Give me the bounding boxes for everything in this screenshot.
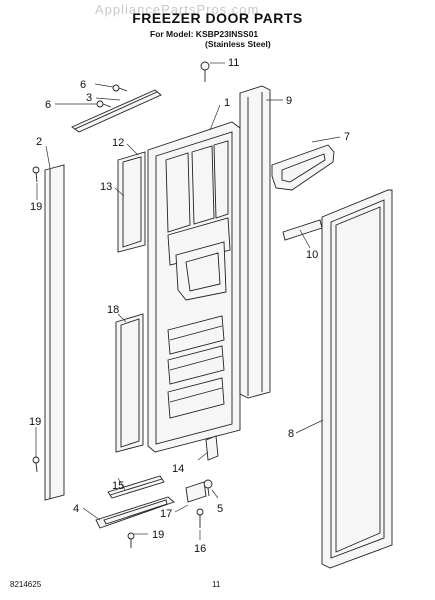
callout-4: 4: [73, 503, 79, 515]
callout-6-upper: 6: [80, 79, 86, 91]
callout-12: 12: [112, 137, 124, 149]
page-number: 11: [212, 580, 221, 589]
callout-9: 9: [286, 95, 292, 107]
callout-1: 1: [224, 97, 230, 109]
part-upper-liner-panel: [117, 151, 146, 253]
part-screw-19-bottom: [127, 532, 135, 548]
callout-3: 3: [86, 92, 92, 104]
part-bushing-5: [203, 479, 213, 497]
callout-13: 13: [100, 181, 112, 193]
callout-2: 2: [36, 136, 42, 148]
callout-5: 5: [217, 503, 223, 515]
callout-10: 10: [306, 249, 318, 261]
part-lower-liner-panel: [115, 313, 144, 453]
part-lower-hinge-bracket: [95, 496, 175, 529]
part-door-handle: [271, 144, 335, 191]
part-screw-19-top-left: [32, 166, 40, 183]
callout-15: 15: [112, 480, 124, 492]
leader-lines: [35, 62, 341, 540]
callout-6-lower: 6: [45, 99, 51, 111]
part-screw-16: [196, 508, 204, 528]
part-screw-6-upper: [112, 84, 128, 92]
model-line: For Model: KSBP23INSS01: [150, 29, 259, 39]
document-number: 8214625: [10, 580, 42, 589]
part-door-gasket: [321, 189, 393, 569]
callout-14: 14: [172, 463, 184, 475]
part-screw-11-top: [200, 61, 210, 82]
diagram-title: FREEZER DOOR PARTS: [132, 10, 303, 26]
callout-8: 8: [288, 428, 294, 440]
part-screw-6-lower: [96, 100, 112, 108]
callout-19-bottom: 19: [152, 529, 164, 541]
part-right-door-trim: [239, 85, 271, 399]
watermark: AppliancePartsPros.com: [95, 2, 260, 17]
part-door-assembly: [147, 121, 241, 453]
callout-16: 16: [194, 543, 206, 555]
part-bottom-trim: [107, 475, 165, 499]
callout-17: 17: [160, 508, 172, 520]
part-hinge-17: [185, 481, 207, 503]
callout-19-mid-left: 19: [29, 416, 41, 428]
part-screw-19-mid-left: [32, 456, 40, 473]
callout-11: 11: [228, 57, 239, 69]
callout-19-top-left: 19: [30, 201, 42, 213]
part-small-trim-bar: [282, 219, 323, 241]
callout-labels: 6 3 6 11 1 2 19 12 13 9 7 10 18 8 19 14 …: [29, 57, 350, 555]
part-hinge-pin-14: [205, 435, 219, 461]
part-top-trim-bracket: [71, 89, 162, 133]
variant-line: (Stainless Steel): [205, 39, 271, 49]
callout-18: 18: [107, 304, 119, 316]
callout-7: 7: [344, 131, 350, 143]
part-left-trim-strip: [44, 164, 65, 501]
